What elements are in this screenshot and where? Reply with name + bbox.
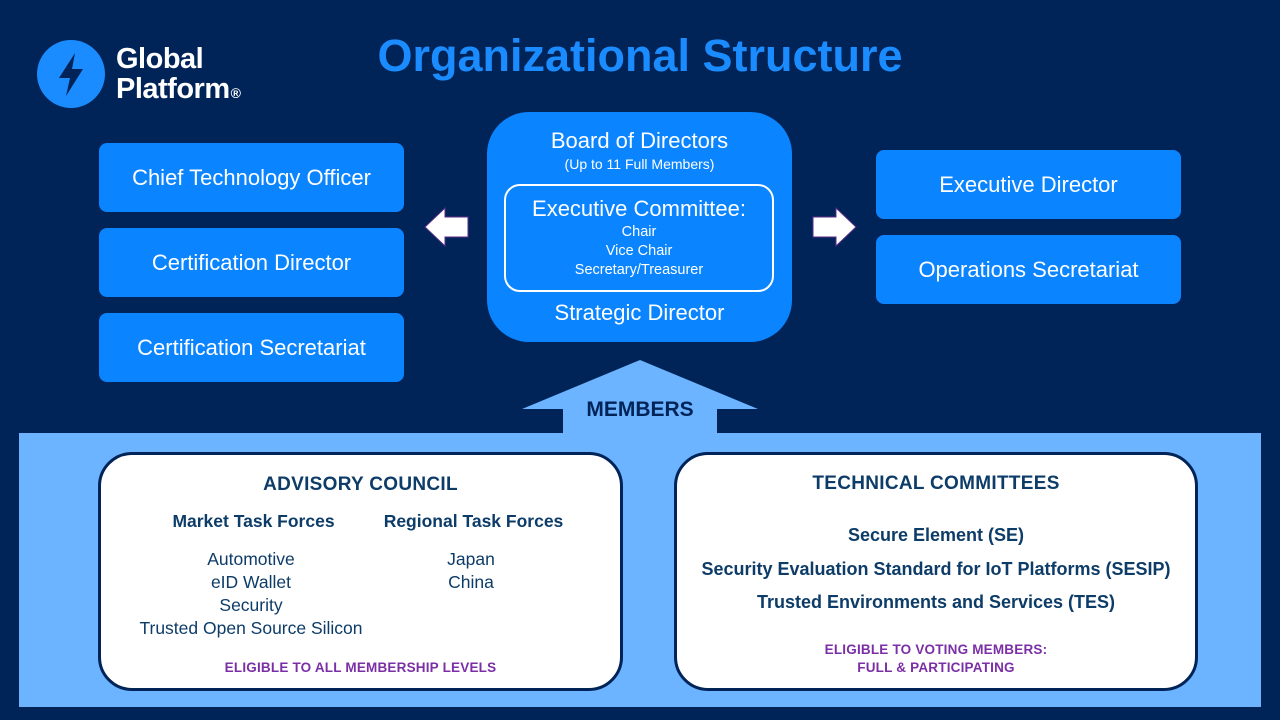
logo-line-2: Platform®	[116, 73, 241, 105]
role-executive-director: Executive Director	[876, 150, 1181, 219]
market-task-force-item: Automotive	[207, 549, 295, 569]
advisory-council-panel: ADVISORY COUNCIL Market Task Forces Regi…	[98, 452, 623, 691]
role-certification-secretariat: Certification Secretariat	[99, 313, 404, 382]
market-task-force-item: eID Wallet	[210, 572, 292, 592]
exec-member: Vice Chair	[605, 243, 673, 259]
role-label: Operations Secretariat	[918, 256, 1139, 282]
advisory-council-title: ADVISORY COUNCIL	[263, 474, 458, 495]
technical-eligibility-line-1: ELIGIBLE TO VOTING MEMBERS:	[824, 642, 1048, 657]
technical-committees-title: TECHNICAL COMMITTEES	[812, 473, 1060, 494]
role-label: Certification Secretariat	[137, 334, 366, 360]
arrow-left-icon	[424, 206, 470, 248]
strategic-director: Strategic Director	[554, 300, 725, 325]
market-task-forces-heading: Market Task Forces	[172, 511, 335, 531]
regional-task-force-item: Japan	[447, 549, 495, 569]
logo-line-1: Global	[116, 43, 204, 75]
market-task-force-item: Trusted Open Source Silicon	[139, 618, 363, 638]
market-task-force-item: Security	[219, 595, 283, 615]
role-chief-technology-officer: Chief Technology Officer	[99, 143, 404, 212]
role-operations-secretariat: Operations Secretariat	[876, 235, 1181, 304]
members-up-arrow-icon	[522, 360, 758, 434]
members-label: MEMBERS	[586, 398, 694, 421]
technical-committee-item: Trusted Environments and Services (TES)	[756, 592, 1116, 612]
arrow-right-icon	[811, 206, 857, 248]
executive-committee: Executive Committee: Chair Vice Chair Se…	[504, 184, 774, 292]
technical-eligibility-line-2: FULL & PARTICIPATING	[857, 660, 1015, 675]
technical-committee-item: Security Evaluation Standard for IoT Pla…	[701, 559, 1171, 579]
page-title: Organizational Structure	[377, 30, 903, 81]
technical-committee-item: Secure Element (SE)	[847, 525, 1025, 545]
regional-task-forces-heading: Regional Task Forces	[383, 511, 564, 531]
role-certification-director: Certification Director	[99, 228, 404, 297]
board-of-directors: Board of Directors (Up to 11 Full Member…	[487, 112, 792, 342]
exec-committee-title: Executive Committee:	[532, 196, 746, 221]
registered-mark: ®	[230, 85, 241, 101]
exec-member: Chair	[621, 224, 657, 240]
technical-committees-panel: TECHNICAL COMMITTEES Secure Element (SE)…	[674, 452, 1198, 691]
regional-task-force-item: China	[448, 572, 494, 592]
advisory-eligibility: ELIGIBLE TO ALL MEMBERSHIP LEVELS	[224, 660, 497, 675]
role-label: Certification Director	[151, 249, 352, 275]
role-label: Chief Technology Officer	[132, 164, 371, 190]
logo-wordmark: Global Platform®	[116, 43, 241, 105]
board-subtitle: (Up to 11 Full Members)	[564, 156, 715, 172]
role-label: Executive Director	[939, 171, 1118, 197]
board-title: Board of Directors	[550, 128, 729, 153]
exec-member: Secretary/Treasurer	[574, 262, 704, 278]
logo-lightning-bolt-icon	[37, 40, 105, 108]
